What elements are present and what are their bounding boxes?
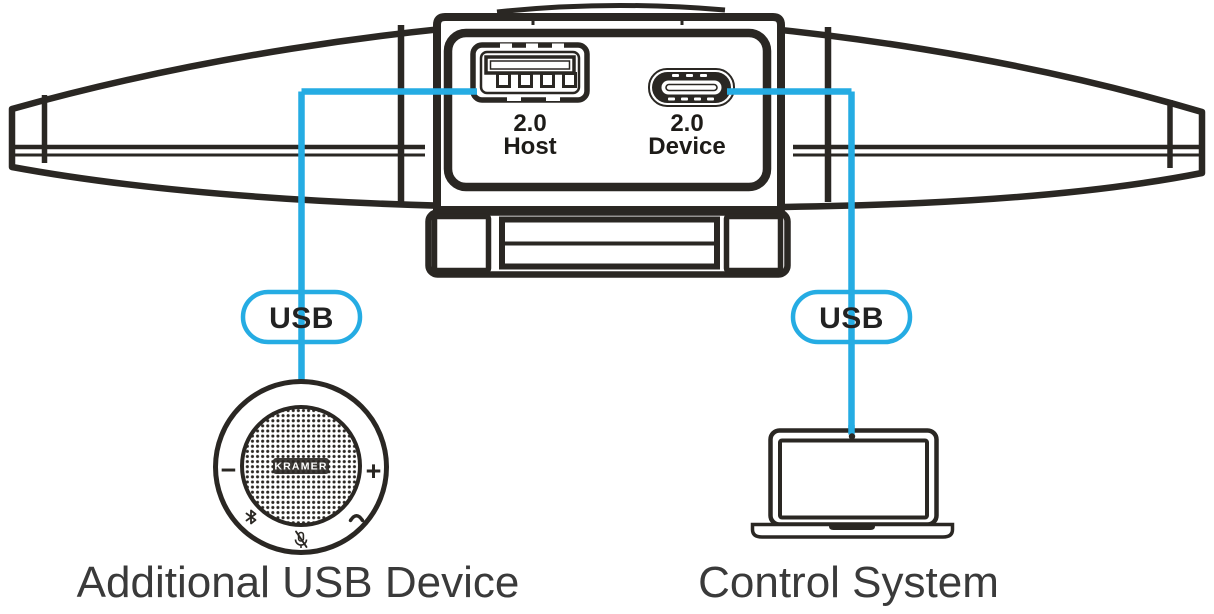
- usb-badge-left-pill: [240, 289, 363, 345]
- usb-c-tick-2: [686, 74, 693, 77]
- usb-c-tongue: [665, 83, 718, 92]
- usb-a-port: [470, 42, 590, 103]
- webcam-icon: [848, 433, 856, 440]
- phone-icon-ear: [349, 518, 353, 522]
- usb-a-notch-4: [507, 96, 521, 101]
- bracket-right-cell: [723, 213, 784, 274]
- mic-mute-icon: [294, 530, 308, 548]
- usb-a-tongue-inner: [489, 60, 571, 70]
- volume-up-button: +: [366, 456, 382, 486]
- mic-mute-slash: [295, 530, 308, 548]
- usb-c-label-line1: 2.0: [670, 110, 703, 137]
- laptop: [750, 425, 955, 539]
- laptop-hinge-notch: [829, 524, 875, 530]
- usb-a-pin-4: [562, 72, 577, 88]
- device-rear-view: 2.0 Host 2.0 Device: [8, 2, 1206, 278]
- laptop-base: [750, 522, 955, 539]
- usb-a-notch-1: [500, 43, 512, 49]
- usb-connection-left: [298, 88, 477, 388]
- usb-a-notch-5: [546, 96, 560, 101]
- laptop-screen: [778, 438, 929, 520]
- usb-a-label-line1: 2.0: [513, 110, 546, 137]
- mic-mute-arc: [294, 539, 308, 546]
- usb-c-tick-1: [672, 74, 679, 77]
- usb-a-pin-3: [540, 72, 555, 88]
- speakerphone-brand: KRAMER: [274, 461, 327, 473]
- caption-control-system: Control System: [698, 558, 999, 607]
- usb-badge-left: USB: [240, 289, 363, 345]
- speakerphone-brand-chip: [273, 458, 329, 474]
- usb-c-tick-4: [668, 97, 675, 101]
- device-top-arc: [496, 2, 726, 15]
- usb-a-pin-1: [496, 72, 511, 88]
- usb-c-tick-5: [681, 97, 688, 101]
- usb-a-notch-2: [526, 43, 538, 49]
- speakerphone: KRAMER − +: [213, 379, 389, 555]
- usb-c-tick-3: [700, 74, 707, 77]
- usb-a-label-line2: Host: [503, 133, 556, 160]
- caption-additional-usb-device: Additional USB Device: [77, 558, 520, 607]
- usb-badge-right-pill: [790, 289, 913, 345]
- bluetooth-icon: [245, 509, 257, 525]
- mounting-bracket: [425, 209, 791, 278]
- usb-c-tick-6: [694, 97, 701, 101]
- usb-a-tongue: [484, 55, 576, 75]
- usb-c-tick-7: [707, 97, 714, 101]
- usb-c-outer-ring: [648, 68, 735, 107]
- usb-c-label-line2: Device: [648, 133, 725, 160]
- usb-connection-right: [727, 88, 855, 430]
- usb-a-pin-2: [518, 72, 533, 88]
- usb-badge-left-label: USB: [269, 302, 334, 335]
- usb-c-port: [648, 68, 735, 107]
- volume-down-button: −: [221, 455, 237, 485]
- bracket-left-cell: [431, 213, 492, 274]
- usb-a-notch-3: [552, 43, 564, 49]
- usb-badge-right-label: USB: [819, 302, 884, 335]
- phone-icon-mouth: [360, 518, 364, 522]
- usb-badge-right: USB: [790, 289, 913, 345]
- usb-a-inner-frame: [479, 50, 581, 95]
- phone-icon: [348, 514, 365, 523]
